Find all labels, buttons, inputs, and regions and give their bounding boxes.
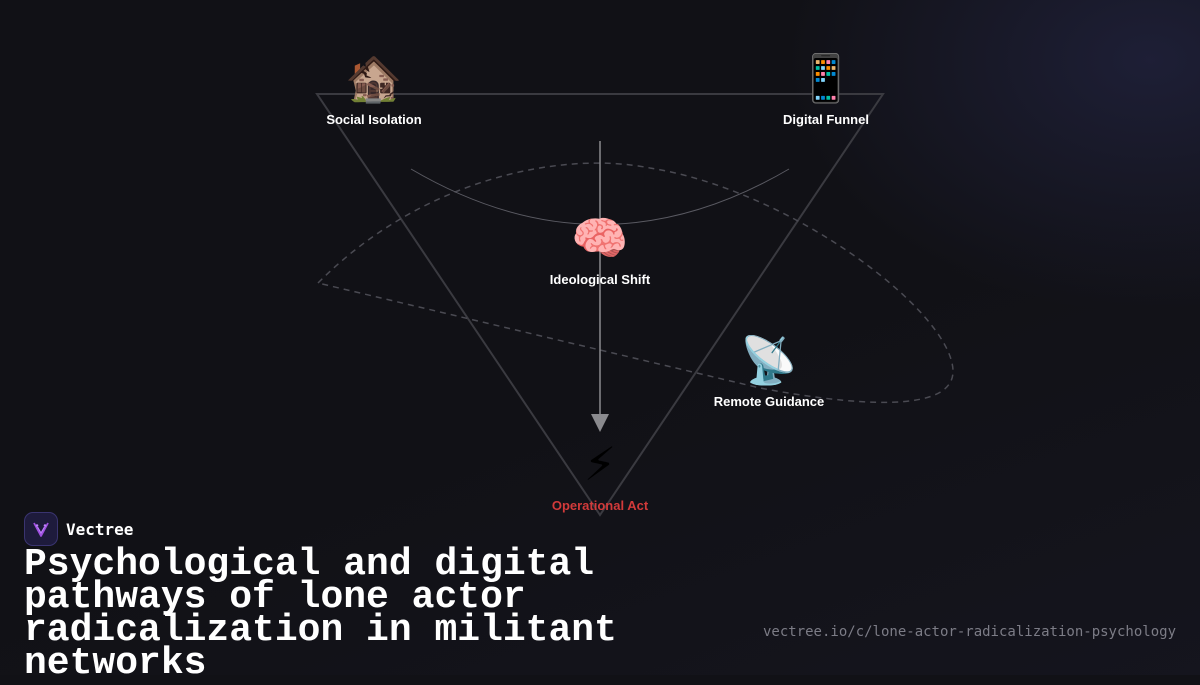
page-title: Psychological and digital pathways of lo… — [24, 543, 617, 685]
node-social-isolation: 🏚️ Social Isolation — [326, 50, 421, 127]
node-remote-guidance: 📡 Remote Guidance — [714, 332, 825, 409]
node-digital-funnel: 📱 Digital Funnel — [783, 50, 869, 127]
vectree-logo-icon — [24, 512, 58, 546]
page-url[interactable]: vectree.io/c/lone-actor-radicalization-p… — [762, 624, 1176, 640]
satellite-antenna-icon: 📡 — [740, 333, 798, 387]
node-ideological-shift: 🧠 Ideological Shift — [550, 210, 650, 287]
mobile-phone-icon: 📱 — [797, 51, 855, 105]
flow-arrow-head — [591, 414, 609, 432]
node-label: Operational Act — [551, 498, 649, 513]
lightning-icon: ⚡ — [583, 437, 617, 491]
node-label: Digital Funnel — [783, 112, 869, 127]
brain-icon: 🧠 — [571, 211, 629, 265]
house-icon: 🏚️ — [345, 51, 403, 105]
funnel-triangle — [315, 93, 885, 517]
brand-name: Vectree — [66, 519, 134, 539]
node-label: Remote Guidance — [713, 394, 825, 409]
node-label: Social Isolation — [326, 112, 422, 127]
node-label: Ideological Shift — [549, 272, 651, 287]
brand[interactable]: Vectree — [24, 512, 133, 546]
node-operational-act: ⚡ Operational Act — [552, 436, 648, 513]
